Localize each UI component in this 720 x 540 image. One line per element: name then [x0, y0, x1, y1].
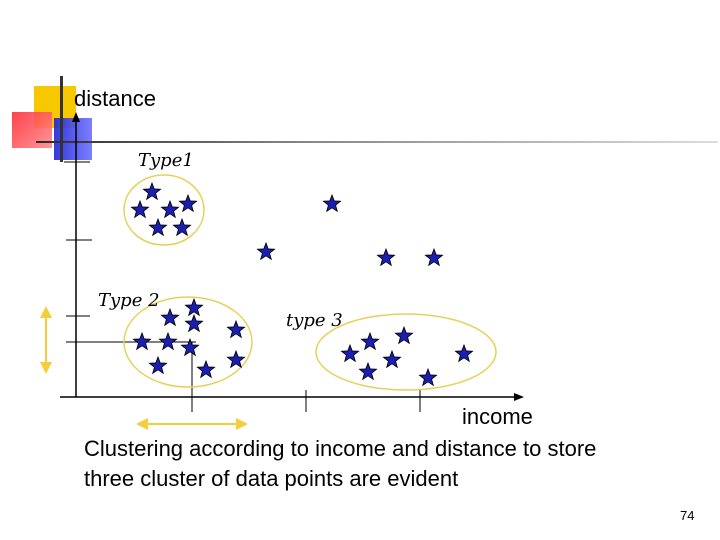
decor-vertical-line [60, 76, 63, 162]
cluster-label-type3: type 3 [286, 310, 343, 331]
star-icon [158, 331, 178, 351]
star-icon [424, 247, 444, 267]
star-icon [360, 331, 380, 351]
data-points [130, 181, 474, 387]
axes [60, 112, 524, 401]
star-icon [184, 297, 204, 317]
double-arrow-icon [40, 306, 52, 374]
y-axis-arrowhead [72, 112, 80, 122]
star-icon [142, 181, 162, 201]
caption-line: three cluster of data points are evident [84, 466, 459, 491]
star-icon [382, 349, 402, 369]
caption: Clustering according to income and dista… [84, 434, 684, 494]
decor-title-rule [36, 141, 718, 143]
star-icon [178, 193, 198, 213]
star-icon [358, 361, 378, 381]
star-icon [160, 199, 180, 219]
star-icon [196, 359, 216, 379]
star-icon [148, 217, 168, 237]
star-icon [180, 337, 200, 357]
x-axis-arrowhead [514, 393, 524, 401]
star-icon [376, 247, 396, 267]
caption-line: Clustering according to income and dista… [84, 436, 597, 461]
page-number: 74 [680, 508, 695, 523]
star-icon [184, 313, 204, 333]
star-icon [340, 343, 360, 363]
star-icon [394, 325, 414, 345]
cluster-label-type1: Type1 [138, 150, 194, 171]
star-icon [226, 319, 246, 339]
star-icon [418, 367, 438, 387]
cluster-label-type2: Type 2 [98, 290, 160, 311]
star-icon [132, 331, 152, 351]
star-icon [322, 193, 342, 213]
star-icon [454, 343, 474, 363]
cluster-ellipse-type2 [123, 296, 253, 388]
cluster-ellipse-type1 [123, 174, 205, 246]
cluster-ellipses [123, 174, 497, 391]
star-icon [256, 241, 276, 261]
axis-ticks [64, 161, 421, 412]
star-icon [172, 217, 192, 237]
double-arrow-icon [136, 418, 248, 430]
y-axis-label: distance [74, 86, 156, 111]
star-icon [226, 349, 246, 369]
cluster-ellipse-type3 [315, 313, 497, 391]
star-icon [130, 199, 150, 219]
star-icon [160, 307, 180, 327]
star-icon [148, 355, 168, 375]
x-axis-label: income [462, 404, 533, 429]
